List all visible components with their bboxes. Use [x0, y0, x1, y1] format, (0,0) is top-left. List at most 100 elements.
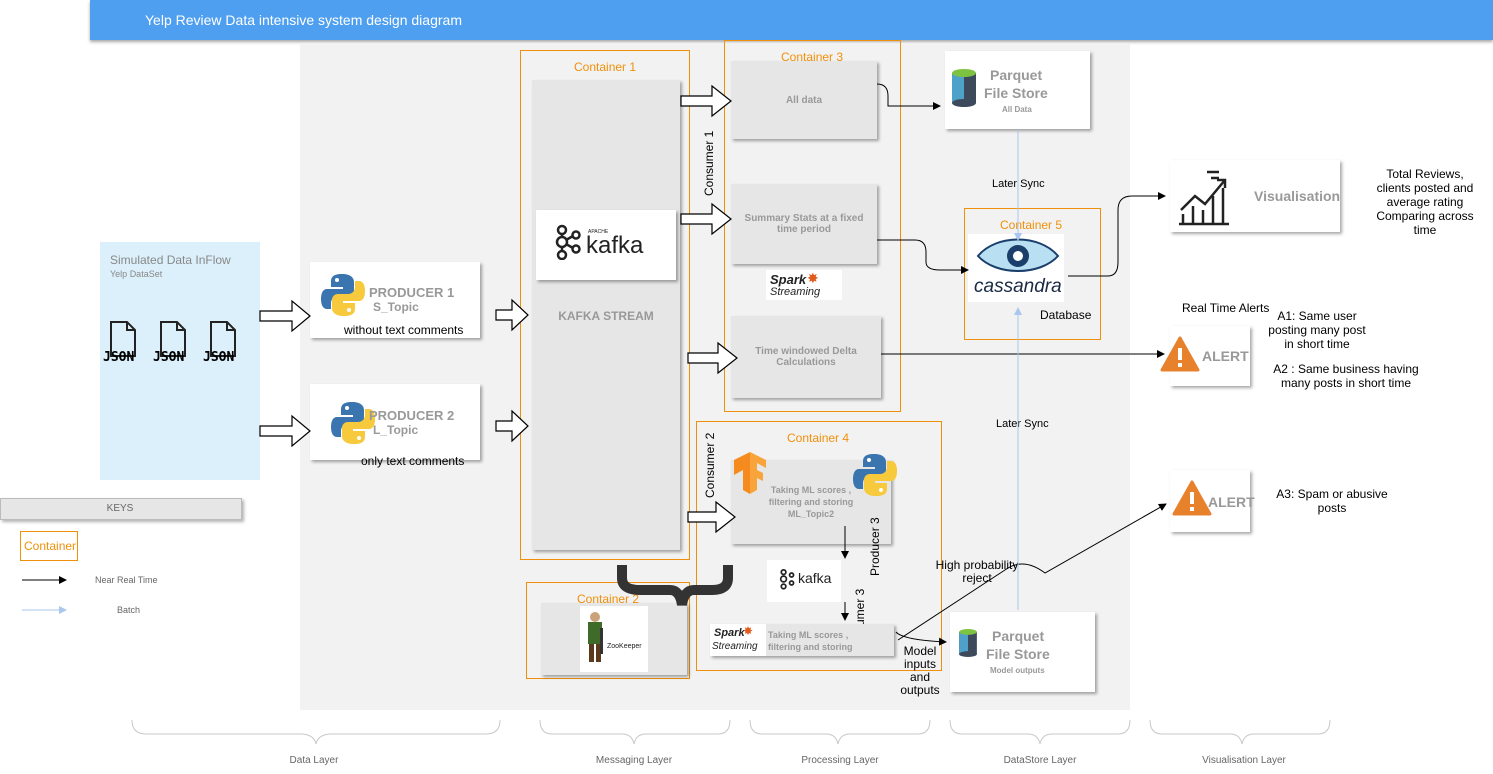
producer-2-topic: L_Topic	[373, 423, 419, 437]
database-label: Database	[1040, 308, 1092, 322]
block-arrow	[687, 341, 738, 375]
producer-2: PRODUCER 2 L_Topic only text comments	[310, 384, 480, 468]
connector-summary-cassandra	[877, 239, 969, 274]
ml-scores-label-2: Taking ML scores , filtering and storing	[768, 630, 853, 652]
json-file-icon: JSON	[103, 320, 153, 380]
kafka-logo: APACHE kafka	[536, 210, 676, 280]
all-data-box: All data	[731, 61, 877, 139]
data-layer-label: Data Layer	[289, 755, 339, 766]
connector-all-data-parquet	[876, 83, 941, 110]
block-arrow	[680, 84, 732, 118]
container-3-label: Container 3	[781, 50, 844, 64]
keys-header	[0, 498, 242, 520]
block-arrow	[259, 299, 311, 333]
connector-reject-alert	[897, 503, 1167, 641]
real-time-alerts-title: Real Time Alerts	[1182, 301, 1270, 315]
messaging-layer-brace	[539, 719, 731, 745]
streaming-text: Streaming	[770, 286, 821, 298]
container-5-label: Container 5	[1000, 218, 1063, 232]
container-2	[526, 582, 690, 679]
json-file-icon: JSON	[153, 320, 203, 380]
cassandra-text: cassandra	[974, 276, 1062, 297]
parquet-1-sub: All Data	[1002, 105, 1032, 114]
producer-2-note: only text comments	[361, 454, 465, 468]
diagram-title: Yelp Review Data intensive system design…	[145, 12, 462, 28]
key-near-real-time-label: Near Real Time	[95, 575, 158, 585]
tensorflow-icon	[730, 450, 770, 501]
python-icon	[330, 400, 376, 451]
inflow-title: Simulated Data InFlow	[110, 253, 231, 267]
producer-1: PRODUCER 1 S_Topic without text comments	[310, 262, 480, 338]
alert-icon	[1160, 336, 1200, 377]
inflow-subtitle: Yelp DataSet	[110, 269, 163, 279]
parquet-2-line2: File Store	[986, 646, 1050, 662]
visualisation-layer-label: Visualisation Layer	[1202, 755, 1286, 766]
alert-label-1: ALERT	[1202, 348, 1249, 364]
database-icon	[956, 626, 980, 665]
connector-cassandra-visual	[1068, 192, 1166, 277]
kafka-logo-small: kafka	[767, 560, 841, 602]
model-inputs-outputs-label: Model inputs and outputs	[900, 644, 940, 697]
cassandra-logo: cassandra	[968, 234, 1064, 302]
producer-1-name: PRODUCER 1	[369, 285, 455, 300]
kafka-apache-text: APACHE	[588, 229, 609, 235]
time-windowed-box: Time windowed Delta Calculations	[731, 316, 881, 398]
python-icon	[320, 272, 366, 323]
parquet-2-line1: Parquet	[992, 628, 1045, 644]
ml-scores-label-1: Taking ML scores , filtering and storing…	[768, 485, 854, 519]
alert-box-1: ALERT	[1160, 326, 1250, 386]
later-sync-2: Later Sync	[996, 418, 1049, 430]
producer-1-topic: S_Topic	[373, 300, 419, 314]
key-container-sample	[20, 531, 78, 561]
python-icon	[852, 452, 898, 503]
messaging-layer-label: Messaging Layer	[595, 755, 673, 766]
zookeeper-text: ZooKeeper	[607, 643, 642, 650]
data-layer-brace	[131, 719, 501, 745]
alert-a2-description: A2 : Same business having many posts in …	[1273, 362, 1419, 390]
title-bar	[90, 0, 1493, 40]
simulated-data-inflow	[100, 242, 260, 480]
producer-1-note: without text comments	[344, 323, 464, 337]
container-1	[520, 50, 690, 560]
alert-a3-description: A3: Spam or abusive posts	[1276, 487, 1388, 515]
all-data-label: All data	[785, 94, 823, 106]
time-windowed-label: Time windowed Delta Calculations	[755, 346, 857, 368]
streaming-text: Streaming	[712, 641, 758, 652]
database-icon	[948, 65, 980, 116]
spark-text: Spark	[714, 627, 745, 639]
datastore-layer-label: DataStore Layer	[1003, 755, 1077, 766]
spark-streaming-logo: Spark ✸ Streaming	[710, 624, 766, 656]
spark-star-icon: ✸	[807, 270, 819, 286]
summary-stats-label: Summary Stats at a fixed time period	[744, 213, 864, 235]
connector-model-parquet	[895, 631, 947, 646]
high-probability-reject-label: High probability reject	[935, 558, 1019, 585]
spark-star-icon: ✸	[743, 624, 754, 638]
visualisation-label: Visualisation	[1254, 188, 1341, 204]
alert-label-2: ALERT	[1208, 494, 1255, 510]
json-file-icon: JSON	[203, 320, 253, 380]
json-label: JSON	[203, 350, 235, 365]
json-label: JSON	[103, 350, 135, 365]
container-3	[724, 40, 901, 412]
keys-title: KEYS	[106, 503, 134, 514]
kafka-stream-label: KAFKA STREAM	[558, 309, 654, 323]
block-arrow	[680, 202, 732, 236]
kafka-stream-box	[532, 80, 680, 550]
parquet-2-sub: Model outputs	[990, 666, 1045, 675]
system-background	[300, 44, 1130, 710]
spark-streaming-logo: Spark ✸ Streaming	[766, 270, 842, 300]
zookeeper-logo: ZooKeeper	[580, 606, 648, 672]
datastore-layer-brace	[949, 719, 1131, 745]
visualisation-description: Total Reviews, clients posted and averag…	[1376, 167, 1474, 237]
block-arrow	[495, 298, 529, 332]
processing-layer-label: Processing Layer	[801, 755, 879, 766]
container-4	[696, 421, 942, 671]
growth-chart-icon	[1175, 166, 1233, 231]
visualisation-layer-brace	[1149, 719, 1331, 745]
alert-a1-description: A1: Same user posting many post in short…	[1268, 309, 1366, 351]
json-files: JSON JSON JSON	[103, 320, 253, 380]
parquet-1-line2: File Store	[984, 85, 1048, 101]
json-label: JSON	[153, 350, 185, 365]
block-arrow	[495, 409, 529, 443]
parquet-store-model-outputs: Parquet File Store Model outputs	[950, 612, 1095, 692]
